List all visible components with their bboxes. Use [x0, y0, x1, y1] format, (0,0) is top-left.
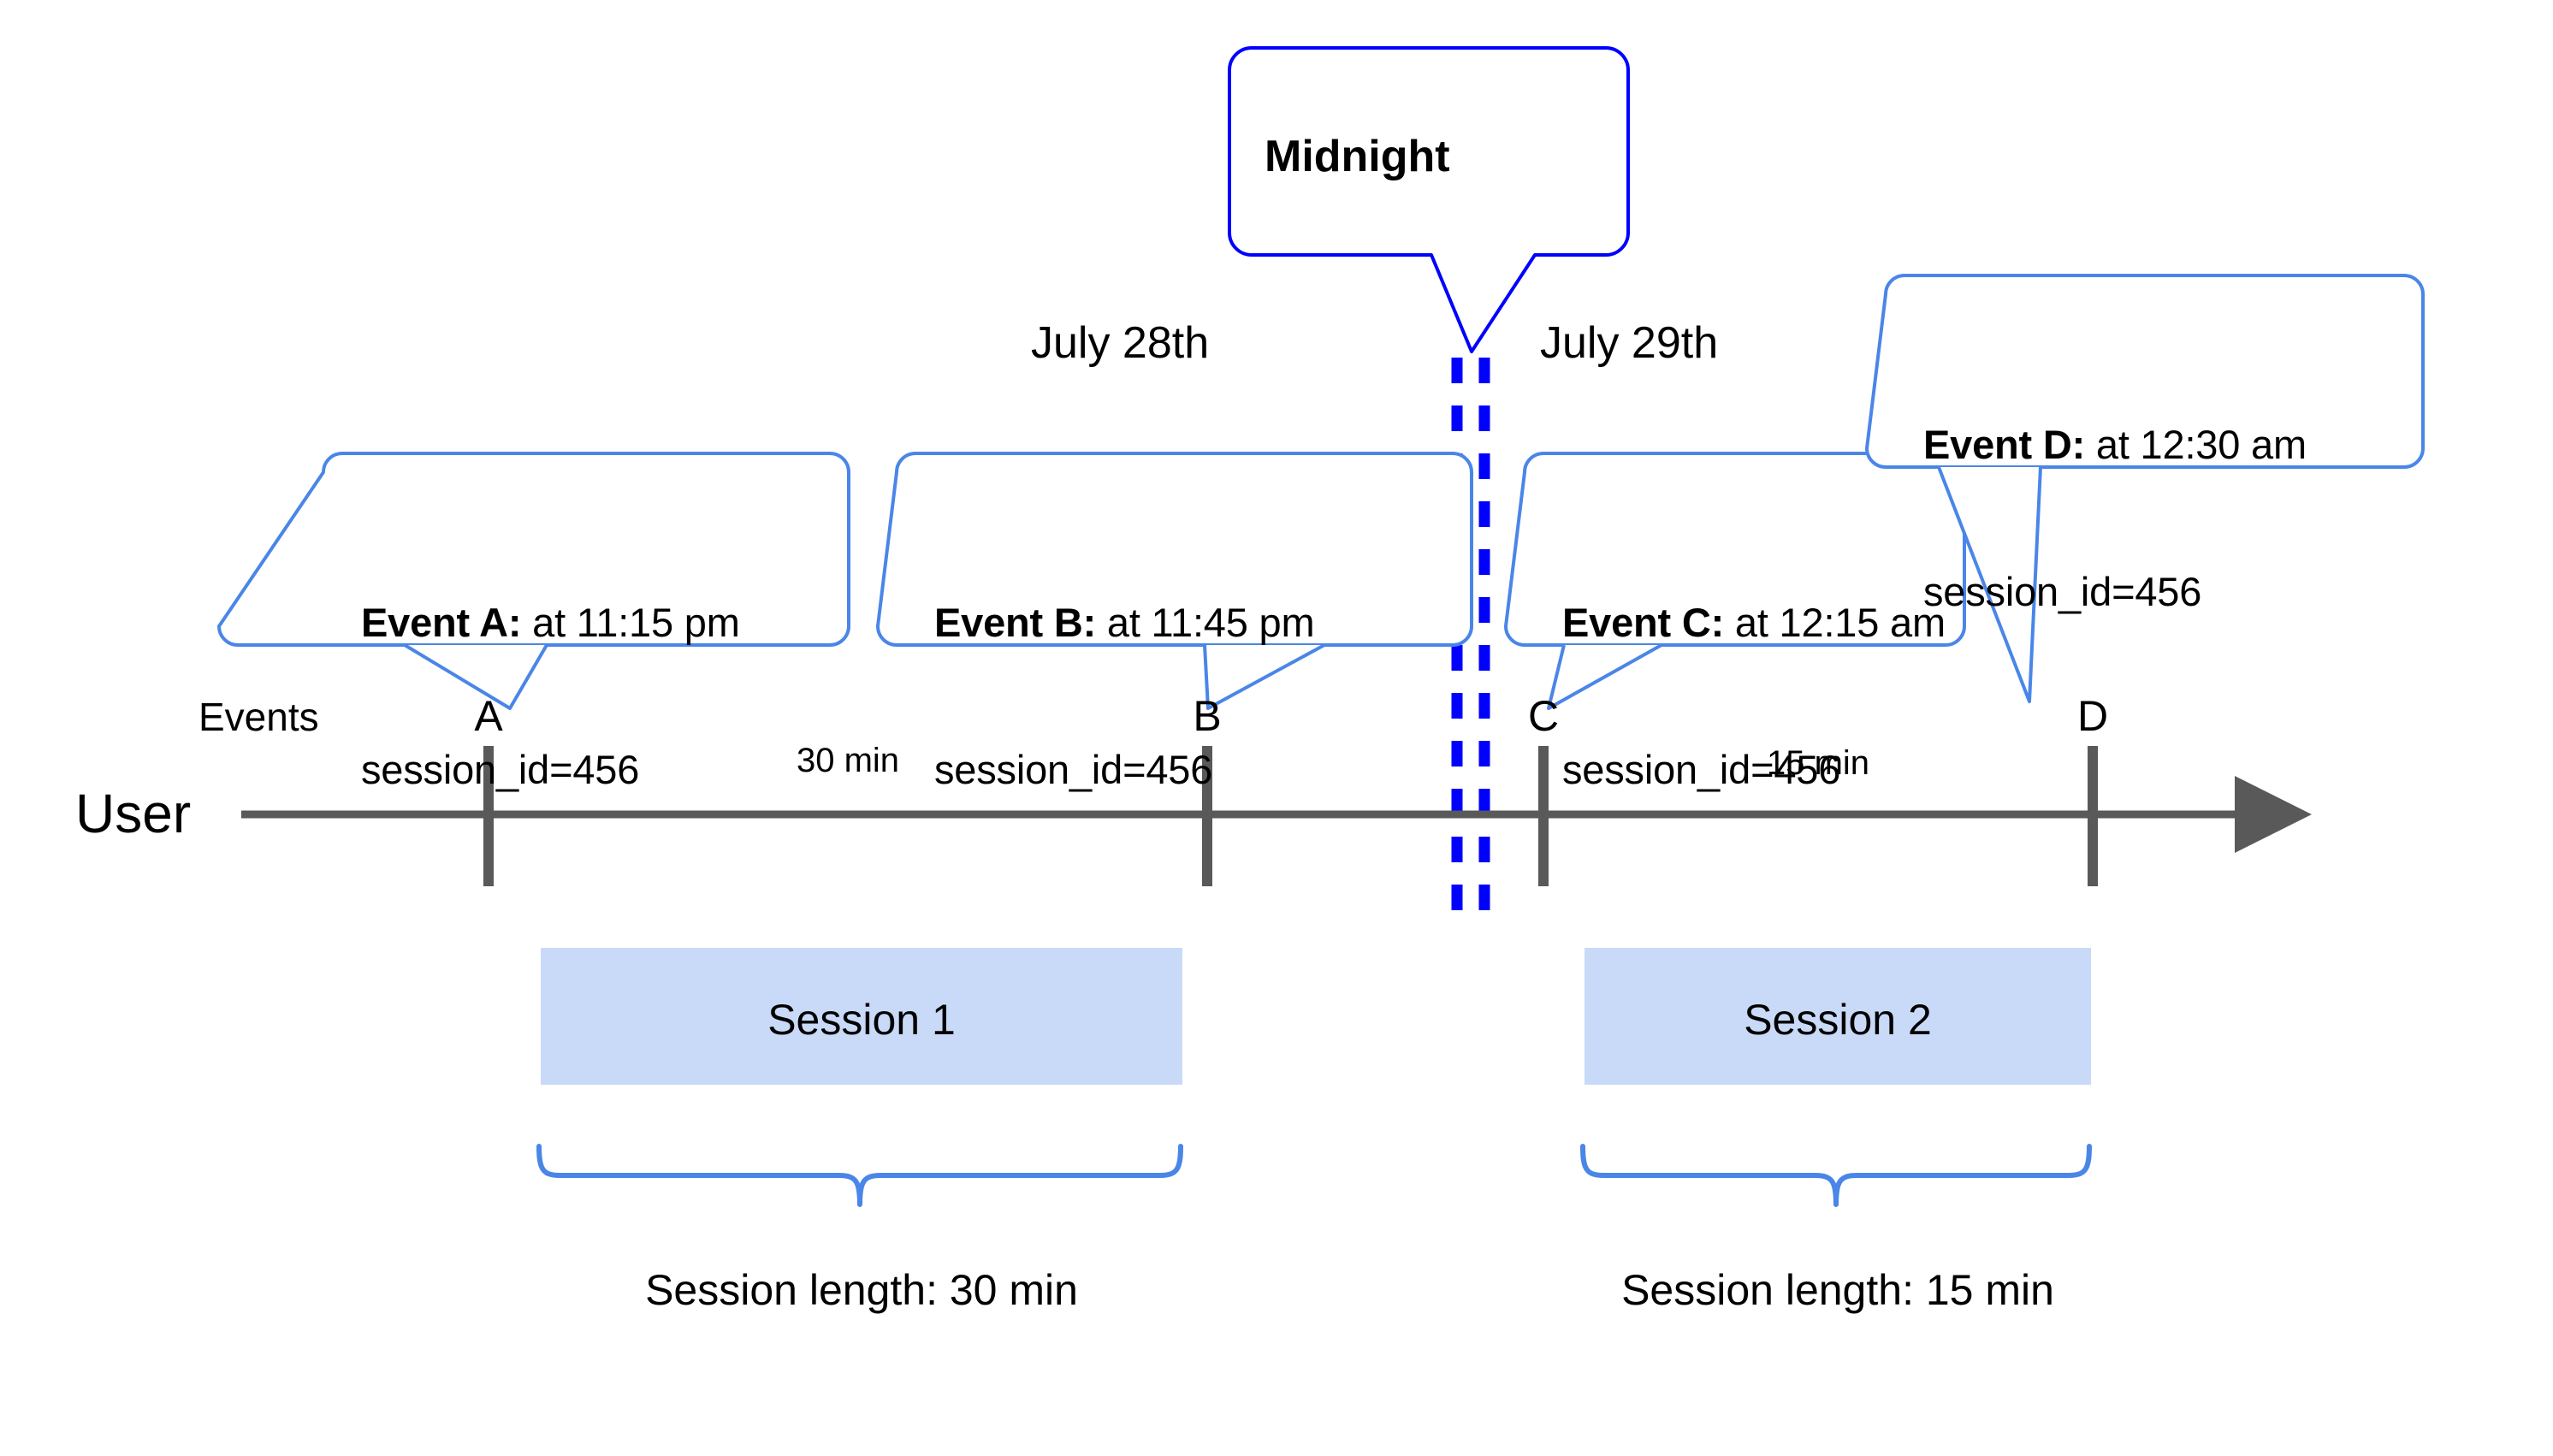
- marker-label-d: D: [2076, 692, 2109, 740]
- event-d-callout-shape: [1865, 274, 2425, 703]
- marker-label-b: B: [1193, 692, 1222, 740]
- session-2-label: Session 2: [1744, 996, 1932, 1044]
- event-a-time: at 11:15 pm: [521, 599, 740, 645]
- interval-label-cd: 15 min: [1766, 744, 1870, 782]
- day-label-july-28: July 28th: [1031, 318, 1210, 368]
- event-c-callout-shape: [1504, 452, 1966, 710]
- session-1-bar: [541, 948, 1182, 1085]
- event-a-session: session_id=456: [361, 746, 640, 792]
- event-b-callout-shape: [876, 452, 1473, 710]
- event-b-callout-text: Event B: at 11:45 pm session_id=456: [934, 500, 1315, 892]
- event-b-session: session_id=456: [934, 746, 1213, 792]
- midnight-callout-shape: [1228, 46, 1630, 353]
- event-b-title: Event B:: [934, 599, 1097, 645]
- interval-label-ab: 30 min: [796, 742, 900, 779]
- events-row-label: Events: [198, 695, 319, 739]
- event-a-callout-shape: [217, 452, 850, 710]
- day-label-july-29: July 29th: [1540, 318, 1719, 368]
- session-1-label: Session 1: [767, 996, 956, 1044]
- event-d-title: Event D:: [1923, 421, 2086, 467]
- midnight-label: Midnight: [1265, 132, 1450, 181]
- event-c-callout-text: Event C: at 12:15 am session_id=456: [1562, 500, 1946, 892]
- event-c-title: Event C:: [1562, 599, 1725, 645]
- timeline-axis: [241, 746, 2312, 886]
- event-d-session: session_id=456: [1923, 568, 2202, 614]
- event-a-callout-text: Event A: at 11:15 pm session_id=456: [361, 500, 740, 892]
- event-d-callout-text: Event D: at 12:30 am session_id=456: [1923, 322, 2307, 714]
- session-2-length-label: Session length: 15 min: [1621, 1266, 2054, 1314]
- event-b-time: at 11:45 pm: [1096, 599, 1315, 645]
- session-2-bar: [1585, 948, 2091, 1085]
- session-1-length-label: Session length: 30 min: [645, 1266, 1078, 1314]
- session-1-bracket: [536, 1144, 1183, 1207]
- event-d-time: at 12:30 am: [2085, 421, 2307, 467]
- session-2-bracket: [1580, 1144, 2092, 1207]
- event-c-session: session_id=456: [1562, 746, 1841, 792]
- marker-label-a: A: [474, 692, 503, 740]
- marker-label-c: C: [1527, 692, 1560, 740]
- user-row-label: User: [75, 783, 192, 844]
- event-a-title: Event A:: [361, 599, 522, 645]
- event-c-time: at 12:15 am: [1724, 599, 1946, 645]
